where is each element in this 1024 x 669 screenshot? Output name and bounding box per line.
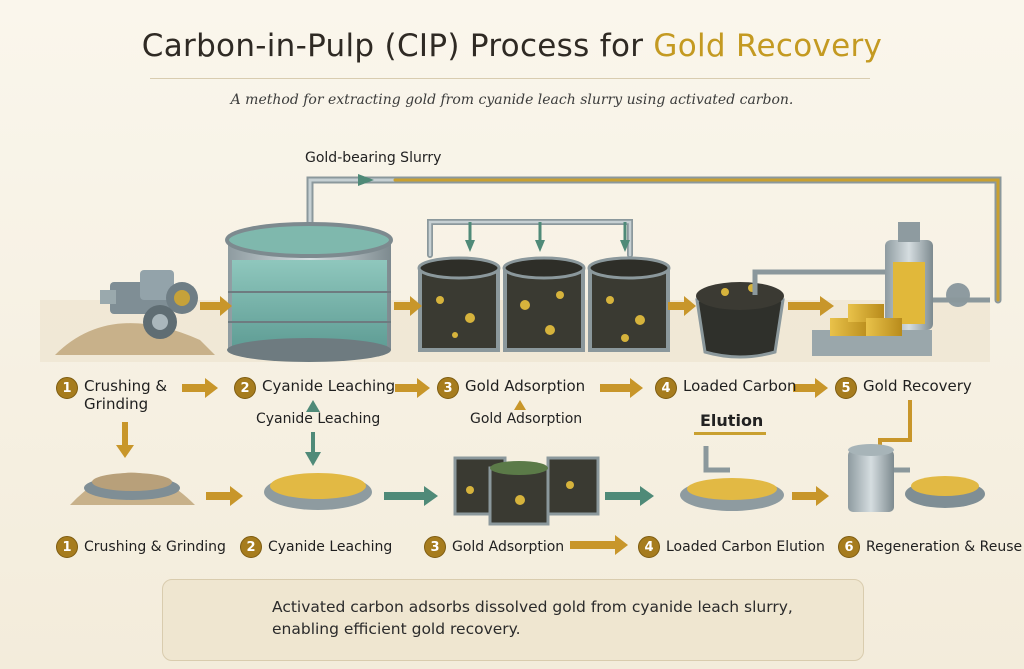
top-flow-arrows — [200, 296, 834, 316]
step-badge: 4 — [638, 536, 660, 558]
bottom-step-4: 4 Loaded Carbon Elution — [638, 536, 825, 558]
step-label: Loaded Carbon — [683, 377, 797, 395]
step-row-arrows — [182, 378, 828, 398]
page-subtitle: A method for extracting gold from cyanid… — [230, 92, 794, 108]
step-badge: 2 — [240, 536, 262, 558]
elution-underline — [694, 432, 766, 435]
mid-label-elution: Elution — [700, 411, 764, 430]
slurry-arrow — [358, 174, 630, 252]
bottom-step-3: 3 Gold Adsorption — [424, 536, 564, 558]
slurry-pipe — [306, 176, 1002, 304]
bottom-flow-arrows — [206, 486, 829, 555]
top-step-2: 2 Cyanide Leaching — [234, 377, 395, 399]
step-badge: 5 — [835, 377, 857, 399]
mid-label-cyanide: Cyanide Leaching — [256, 411, 381, 427]
step-badge: 4 — [655, 377, 677, 399]
step-label: Regeneration & Reuse — [866, 539, 1023, 555]
mid-label-adsorption: Gold Adsorption — [470, 411, 583, 427]
step-badge: 2 — [234, 377, 256, 399]
step-label: Cyanide Leaching — [262, 377, 396, 395]
step-badge: 3 — [437, 377, 459, 399]
adsorption-tanks — [417, 256, 671, 352]
loaded-carbon-vessel — [695, 282, 785, 359]
leach-tank — [225, 222, 393, 362]
step-label: Crushing & Grinding — [84, 539, 226, 555]
step-badge: 3 — [424, 536, 446, 558]
summary-callout — [162, 579, 864, 661]
step-label: Gold Adsorption — [465, 377, 586, 395]
top-step-4: 4 Loaded Carbon — [655, 377, 797, 399]
top-step-3: 3 Gold Adsorption — [437, 377, 585, 399]
bottom-regeneration-unit — [848, 444, 985, 512]
bottom-step-1: 1 Crushing & Grinding — [56, 536, 226, 558]
summary-text: Activated carbon adsorbs dissolved gold … — [272, 598, 793, 638]
title-divider — [150, 78, 870, 79]
crusher-machine — [55, 270, 215, 355]
bottom-leach-pan — [264, 473, 372, 510]
step-badge: 6 — [838, 536, 860, 558]
page-title: Carbon-in-Pulp (CIP) Process for Gold Re… — [141, 28, 883, 64]
top-step-1: 1 Crushing &Grinding — [56, 377, 167, 413]
step-label: Gold Adsorption — [452, 539, 565, 555]
bottom-elution-pan — [680, 478, 784, 511]
step-label: Loaded Carbon Elution — [666, 539, 825, 555]
slurry-label: Gold-bearing Slurry — [305, 150, 442, 166]
step-badge: 1 — [56, 377, 78, 399]
step-label: Cyanide Leaching — [268, 539, 393, 555]
bottom-step-6: 6 Regeneration & Reuse — [838, 536, 1022, 558]
step-label: Gold Recovery — [863, 377, 972, 395]
bottom-ore-pile — [70, 472, 195, 505]
top-step-5: 5 Gold Recovery — [835, 377, 972, 399]
gold-recovery-unit — [752, 222, 990, 356]
bottom-adsorption-tanks — [453, 456, 600, 526]
step-label: Crushing &Grinding — [84, 377, 168, 413]
step-badge: 1 — [56, 536, 78, 558]
bottom-step-2: 2 Cyanide Leaching — [240, 536, 392, 558]
